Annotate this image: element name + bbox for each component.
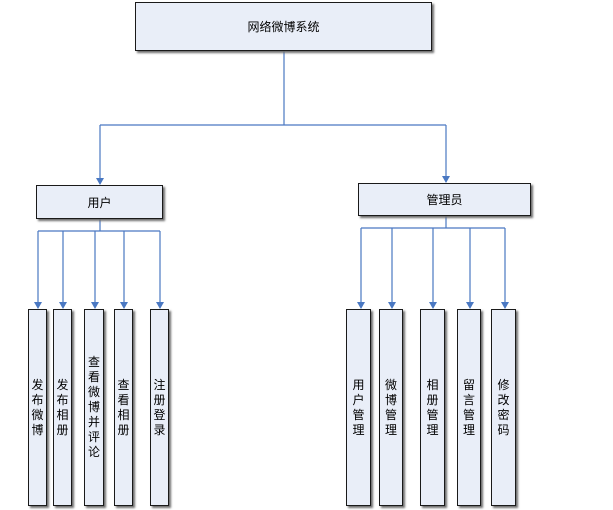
root-node-label: 网络微博系统 xyxy=(247,20,320,34)
leaf-node-label: 发布微博 xyxy=(31,377,44,437)
leaf-node-admin-4: 留言管理 xyxy=(457,309,481,506)
leaf-node-label: 留言管理 xyxy=(462,377,475,437)
leaf-node-user-1: 发布微博 xyxy=(28,309,47,506)
group-node-label: 管理员 xyxy=(426,193,463,207)
leaf-node-label: 注册登录 xyxy=(153,377,166,437)
leaf-node-admin-2: 微博管理 xyxy=(379,309,403,506)
leaf-node-label: 相册管理 xyxy=(426,377,439,437)
leaf-node-label: 查看相册 xyxy=(117,377,130,437)
leaf-node-label: 发布相册 xyxy=(56,377,69,437)
leaf-node-user-3: 查看微博并评论 xyxy=(84,309,104,506)
group-node-user: 用户 xyxy=(36,185,163,219)
leaf-node-admin-5: 修改密码 xyxy=(491,309,516,506)
leaf-node-label: 查看微博并评论 xyxy=(87,355,100,459)
group-node-label: 用户 xyxy=(87,195,112,210)
leaf-node-admin-1: 用户管理 xyxy=(346,309,371,506)
leaf-node-admin-3: 相册管理 xyxy=(420,309,445,506)
leaf-node-user-4: 查看相册 xyxy=(114,309,133,506)
leaf-node-user-2: 发布相册 xyxy=(53,309,72,506)
root-node: 网络微博系统 xyxy=(135,2,432,51)
leaf-node-label: 修改密码 xyxy=(497,377,510,437)
leaf-node-user-5: 注册登录 xyxy=(150,309,169,506)
leaf-node-label: 用户管理 xyxy=(352,377,365,437)
leaf-node-label: 微博管理 xyxy=(384,377,397,437)
group-node-admin: 管理员 xyxy=(358,183,531,216)
